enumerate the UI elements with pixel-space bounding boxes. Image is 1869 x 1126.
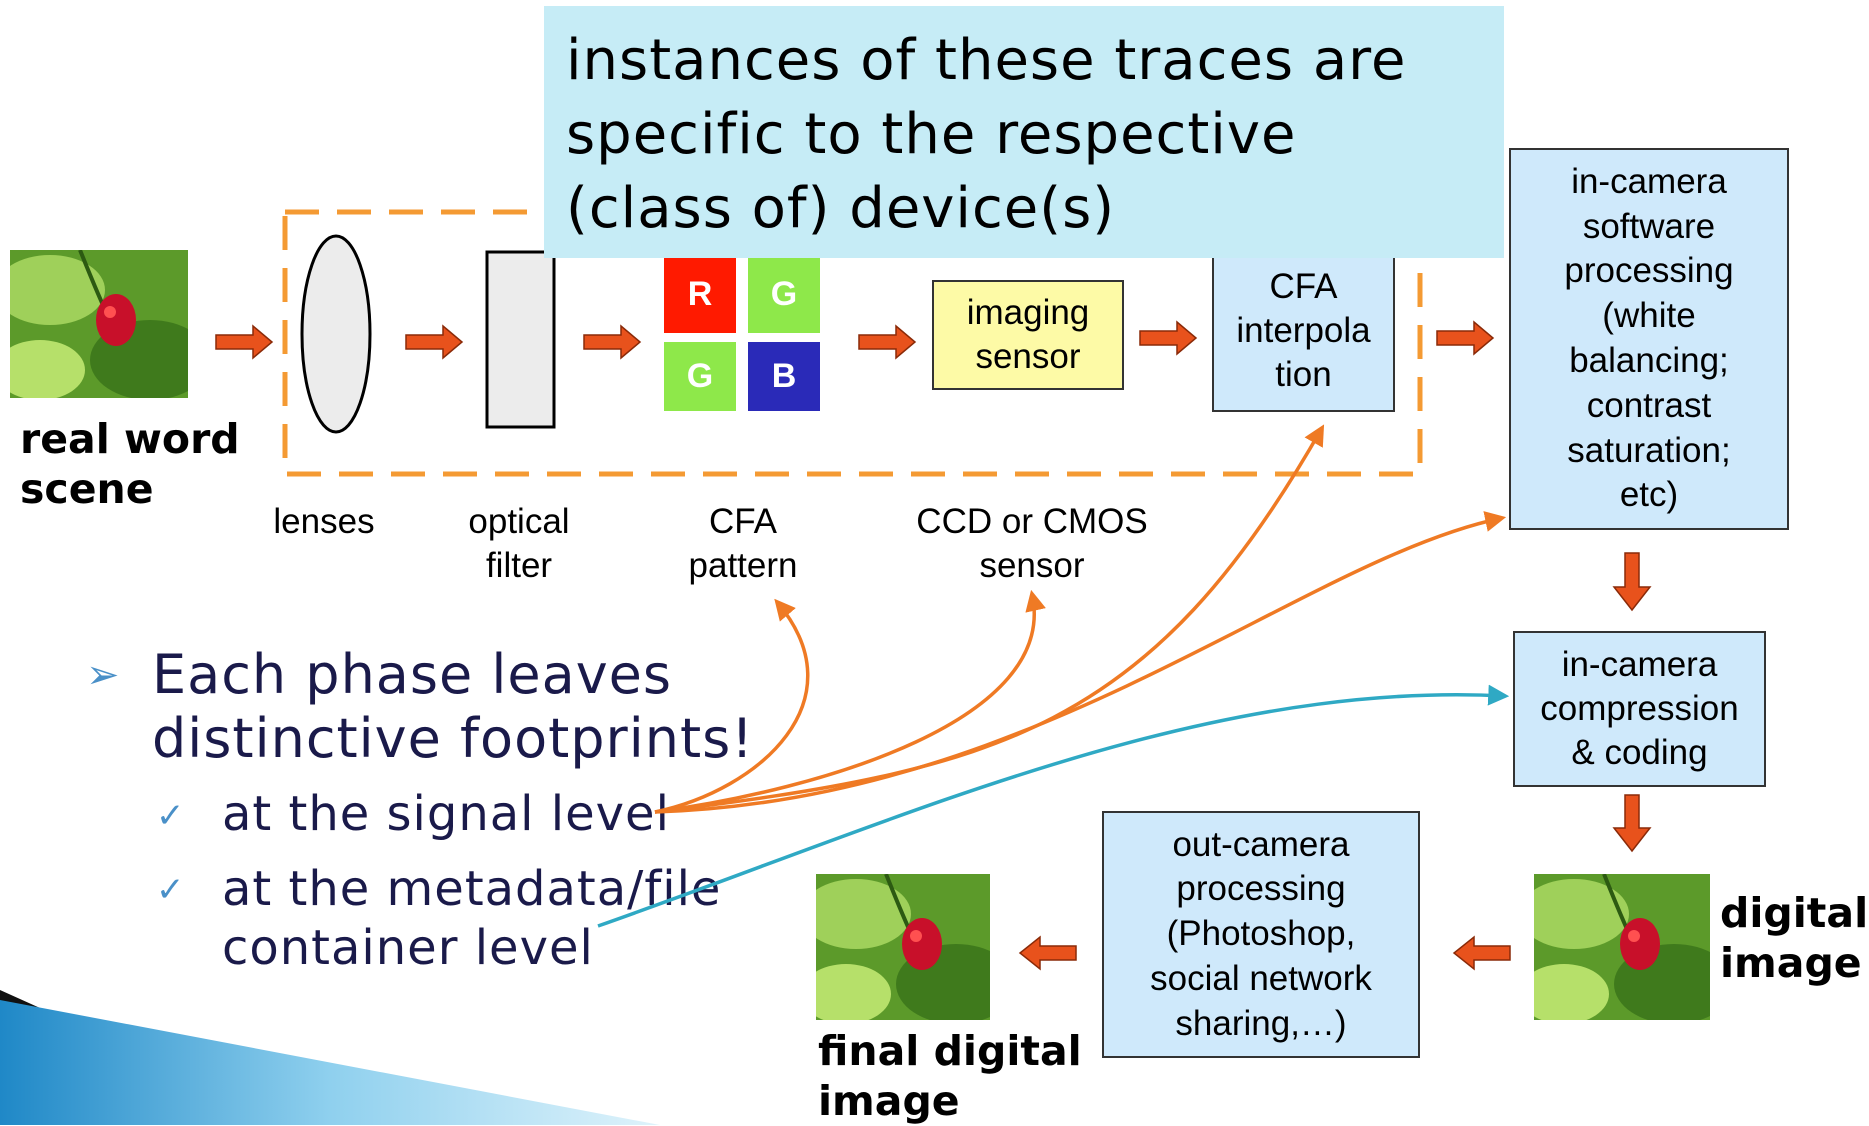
- arrow-digital-to-outcamera: [1452, 935, 1511, 971]
- traces-callout: instances of these traces are specific t…: [544, 6, 1504, 258]
- software-processing-box: in-camera software processing (white bal…: [1509, 148, 1789, 530]
- arrow-filter-to-cfa: [583, 324, 642, 360]
- out-camera-processing-box: out-camera processing (Photoshop, social…: [1102, 811, 1420, 1058]
- cfa-cell-g2: G: [664, 342, 736, 411]
- curve-to-cfa-pattern: [654, 598, 810, 814]
- final-digital-image-label: final digital image: [818, 1027, 1082, 1126]
- cfa-cell-b: B: [748, 342, 820, 411]
- arrow-scene-to-lens: [215, 324, 274, 360]
- curve-to-software-processing: [654, 511, 1507, 814]
- digital-image-label: digital image: [1720, 889, 1869, 988]
- cfa-interpolation-box: CFA interpola tion: [1212, 250, 1395, 412]
- sub-bullet-1-text: at the signal level: [222, 786, 670, 842]
- final-digital-image-thumbnail: [816, 874, 990, 1020]
- optical-filter-label: optical filter: [468, 502, 570, 585]
- sub-bullet-1-marker: ✓: [156, 796, 185, 836]
- lens-shape: [300, 234, 372, 434]
- ccd-cmos-sensor-label: CCD or CMOS sensor: [916, 502, 1148, 585]
- arrow-compression-to-digital: [1612, 794, 1652, 853]
- lenses-label: lenses: [273, 502, 375, 541]
- arrow-software-to-compression: [1612, 552, 1652, 612]
- curve-to-compression: [597, 684, 1510, 928]
- sub-bullet-2-marker: ✓: [156, 870, 185, 910]
- arrow-lens-to-filter: [405, 324, 464, 360]
- compression-box: in-camera compression & coding: [1513, 631, 1766, 787]
- optical-filter-shape: [485, 250, 556, 429]
- cfa-cell-r: R: [664, 256, 736, 333]
- main-bullet-marker: ➢: [86, 652, 120, 698]
- cfa-cell-g1: G: [748, 256, 820, 333]
- arrow-outcamera-to-final: [1018, 935, 1077, 971]
- curve-to-ccd-sensor: [654, 589, 1046, 814]
- real-world-scene-label: real word scene: [20, 415, 240, 514]
- real-world-scene-image: [10, 250, 188, 398]
- cfa-pattern-label: CFA pattern: [688, 502, 798, 585]
- arrow-frame-to-software: [1436, 320, 1495, 356]
- main-bullet-text: Each phase leaves distinctive footprints…: [152, 643, 754, 770]
- digital-image-thumbnail: [1534, 874, 1710, 1020]
- arrow-sensor-to-interp: [1139, 320, 1198, 356]
- sub-bullet-2-text: at the metadata/file container level: [222, 861, 722, 976]
- imaging-sensor-box: imaging sensor: [932, 280, 1124, 390]
- arrow-cfa-to-sensor: [858, 324, 917, 360]
- curve-to-cfa-interpolation: [654, 424, 1325, 814]
